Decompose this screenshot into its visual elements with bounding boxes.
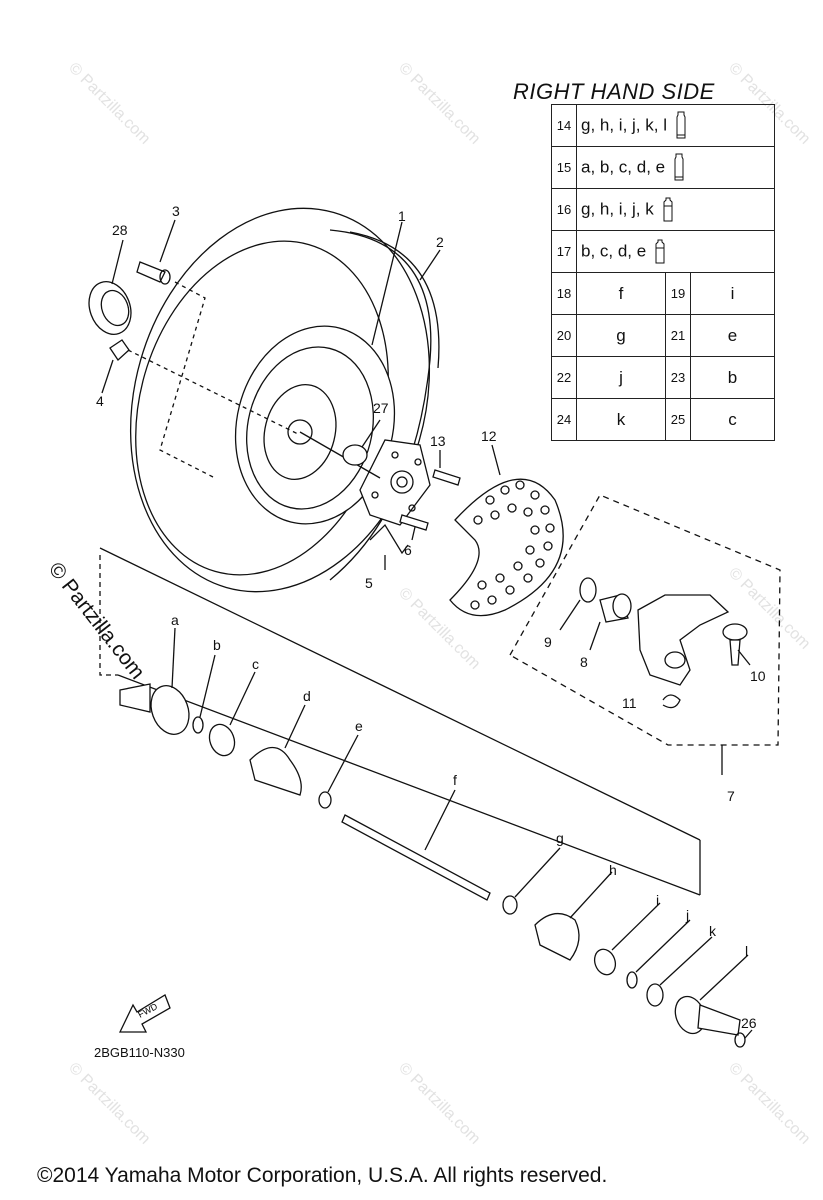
diagram-code: 2BGB110-N330 <box>94 1045 185 1060</box>
row-number: 20 <box>551 314 577 357</box>
callout-2: 2 <box>436 234 444 250</box>
row-parts: a, b, c, d, e <box>576 146 775 189</box>
callout-6: 6 <box>404 542 412 558</box>
circlip-9 <box>559 577 597 631</box>
boot-h <box>534 871 613 961</box>
callout-12: 12 <box>481 428 497 444</box>
row-number: 15 <box>551 146 577 189</box>
row-parts: g, h, i, j, k, l <box>576 104 775 147</box>
row-number: 18 <box>551 272 577 315</box>
row-number: 25 <box>665 398 691 441</box>
row-parts: g, h, i, j, k <box>576 188 775 231</box>
callout-k: k <box>709 923 716 939</box>
row-value: k <box>576 398 666 441</box>
clip-j <box>626 919 691 989</box>
boot-d <box>249 704 306 796</box>
hub <box>299 431 431 526</box>
table-row: 16 g, h, i, j, k <box>551 188 775 231</box>
nut-4 <box>101 339 130 394</box>
ball-joint-10 <box>722 623 751 666</box>
row-number: 22 <box>551 356 577 399</box>
table-row: 15 a, b, c, d, e <box>551 146 775 189</box>
bearing-8 <box>589 593 632 651</box>
clip-b <box>192 654 216 734</box>
callout-10: 10 <box>750 668 766 684</box>
cv-joint-inner <box>674 954 749 1036</box>
valve-cap-28 <box>88 239 132 335</box>
callout-5: 5 <box>365 575 373 591</box>
row-value: i <box>690 272 775 315</box>
row-value: e <box>690 314 775 357</box>
callout-d: d <box>303 688 311 704</box>
bolt-13 <box>432 450 461 486</box>
grease-tube-icon <box>676 111 686 138</box>
callout-j: j <box>686 907 690 923</box>
callout-26: 26 <box>741 1015 757 1031</box>
fwd-arrow-icon <box>118 994 171 1033</box>
valve-stem <box>136 219 176 285</box>
callout-b: b <box>213 637 221 653</box>
row-number: 14 <box>551 104 577 147</box>
callout-3: 3 <box>172 203 180 219</box>
row-number: 21 <box>665 314 691 357</box>
grease-tube-icon <box>674 153 684 180</box>
callout-g: g <box>556 830 564 846</box>
callout-9: 9 <box>544 634 552 650</box>
callout-27: 27 <box>373 400 389 416</box>
clamp-g <box>502 847 561 915</box>
table-row: 18 f 19 i <box>551 272 775 315</box>
grease-tube-icon <box>663 197 673 221</box>
row-value: f <box>576 272 666 315</box>
steering-knuckle <box>637 594 730 686</box>
oring-k <box>646 936 713 1007</box>
table-row: 14 g, h, i, j, k, l <box>551 104 775 147</box>
row-value: j <box>576 356 666 399</box>
callout-e: e <box>355 718 363 734</box>
clamp-e <box>318 734 359 809</box>
row-number: 19 <box>665 272 691 315</box>
callout-11: 11 <box>622 695 637 711</box>
row-parts: b, c, d, e <box>576 230 775 273</box>
callout-l: l <box>745 943 749 959</box>
callout-i: i <box>656 892 660 908</box>
row-number: 23 <box>665 356 691 399</box>
table-title: RIGHT HAND SIDE <box>513 79 715 104</box>
row-number: 17 <box>551 230 577 273</box>
clamp-c <box>208 671 256 757</box>
callout-1: 1 <box>398 208 406 224</box>
callout-28: 28 <box>112 222 128 238</box>
callout-4: 4 <box>96 393 104 409</box>
table-row: 20 g 21 e <box>551 314 775 357</box>
row-value: c <box>690 398 775 441</box>
cv-joint-outer <box>119 627 190 735</box>
callout-7: 7 <box>727 788 735 804</box>
table-row: 17 b, c, d, e <box>551 230 775 273</box>
callout-f: f <box>453 772 457 788</box>
brake-disc <box>449 444 564 617</box>
grease-table: 14 g, h, i, j, k, l 15 a, b, c, d, e 16 … <box>551 104 775 441</box>
table-row: 24 k 25 c <box>551 398 775 441</box>
row-number: 16 <box>551 188 577 231</box>
callout-13: 13 <box>430 433 446 449</box>
callout-c: c <box>252 656 259 672</box>
table-row: 22 j 23 b <box>551 356 775 399</box>
drive-shaft <box>341 789 491 901</box>
bolt-6 <box>399 514 429 541</box>
callout-8: 8 <box>580 654 588 670</box>
circlip-26 <box>734 1029 753 1048</box>
row-value: g <box>576 314 666 357</box>
callout-h: h <box>609 862 617 878</box>
row-number: 24 <box>551 398 577 441</box>
copyright-notice: ©2014 Yamaha Motor Corporation, U.S.A. A… <box>37 1164 608 1187</box>
clamp-i <box>593 902 661 976</box>
axle-nut-27 <box>342 419 381 466</box>
callout-a: a <box>171 612 179 628</box>
grease-tube-icon <box>655 239 665 263</box>
row-value: b <box>690 356 775 399</box>
